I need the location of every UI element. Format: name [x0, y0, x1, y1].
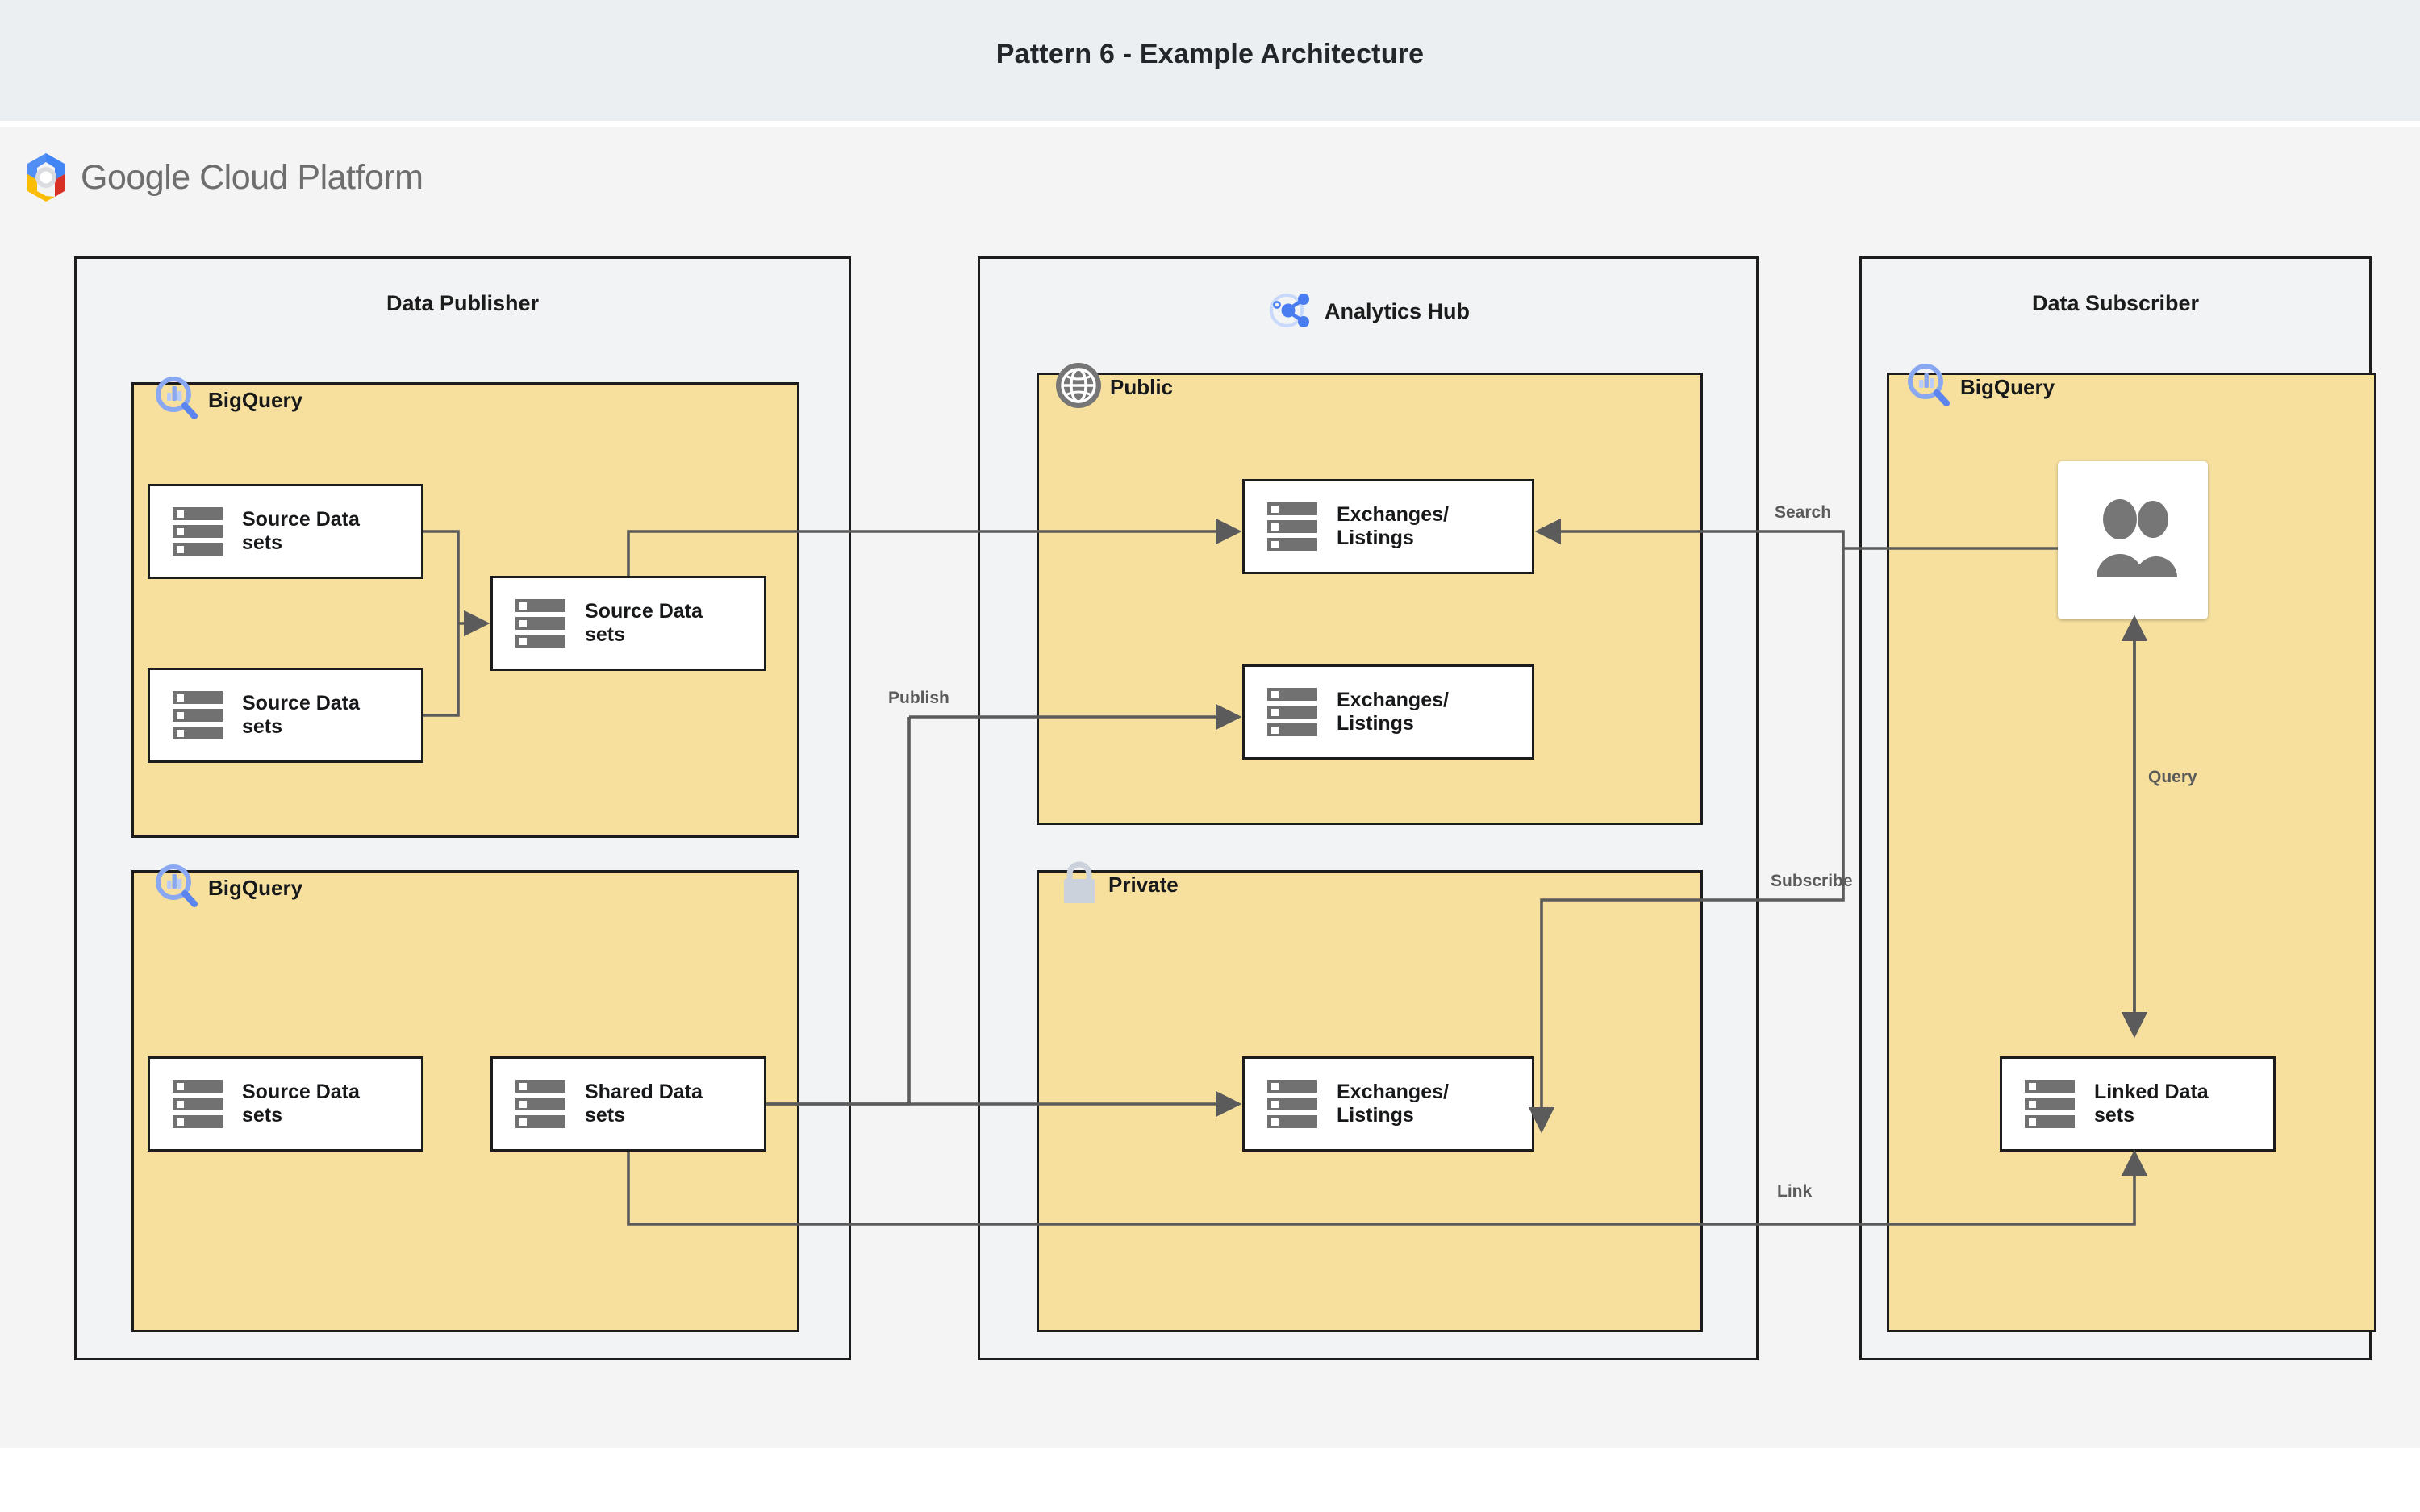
- dataset-icon: [515, 599, 565, 648]
- node-sub-users[interactable]: [2058, 461, 2208, 619]
- dataset-icon: [1267, 502, 1317, 551]
- lock-icon: [1057, 858, 1102, 912]
- node-label: Source Datasets: [242, 508, 360, 554]
- group-label-bigquery-top: BigQuery: [208, 388, 303, 412]
- edge-label-query: Query: [2148, 768, 2197, 786]
- bigquery-icon: [1904, 360, 1954, 414]
- node-label: Linked Datasets: [2094, 1081, 2209, 1127]
- title-band: [0, 0, 2420, 121]
- globe-icon: [1054, 360, 1104, 414]
- node-pub-source-1[interactable]: Source Datasets: [148, 484, 424, 579]
- node-label: Shared Datasets: [585, 1081, 703, 1127]
- node-sub-linked-1[interactable]: Linked Datasets: [2000, 1056, 2276, 1152]
- dataset-icon: [173, 507, 223, 556]
- dataset-icon: [2025, 1080, 2075, 1128]
- dataset-icon: [173, 691, 223, 739]
- edge-label-subscribe: Subscribe: [1771, 872, 1853, 890]
- group-header-subscriber-bigquery: BigQuery: [1904, 360, 2055, 414]
- gcp-hexagon-icon: [23, 152, 69, 203]
- dataset-icon: [1267, 1080, 1317, 1128]
- bigquery-icon: [152, 861, 202, 915]
- page-title: Pattern 6 - Example Architecture: [995, 39, 1425, 69]
- node-label: Source Datasets: [585, 600, 703, 646]
- node-label: Source Datasets: [242, 1081, 360, 1127]
- node-hub-listing-1[interactable]: Exchanges/Listings: [1242, 479, 1534, 574]
- bigquery-icon: [152, 373, 202, 427]
- google-cloud-platform-logo: Google Cloud Platform: [23, 144, 424, 211]
- node-label: Source Datasets: [242, 692, 360, 738]
- group-header-bigquery-bottom: BigQuery: [152, 861, 302, 915]
- zone-title-analytics-hub-row: Analytics Hub: [980, 286, 1756, 337]
- edge-label-link: Link: [1777, 1182, 1813, 1201]
- group-label-bigquery-bottom: BigQuery: [208, 876, 303, 900]
- zone-title-analytics-hub: Analytics Hub: [1324, 299, 1471, 323]
- node-hub-listing-2[interactable]: Exchanges/Listings: [1242, 664, 1534, 760]
- edge-label-search: Search: [1775, 503, 1832, 522]
- edge-label-publish: Publish: [888, 689, 949, 707]
- group-label-public: Public: [1110, 375, 1174, 399]
- node-pub-source-4[interactable]: Source Datasets: [148, 1056, 424, 1152]
- zone-title-data-subscriber: Data Subscriber: [2031, 291, 2200, 315]
- group-label-private: Private: [1108, 873, 1179, 897]
- node-pub-source-3[interactable]: Source Datasets: [490, 576, 766, 671]
- dataset-icon: [515, 1080, 565, 1128]
- node-hub-listing-3[interactable]: Exchanges/Listings: [1242, 1056, 1534, 1152]
- dataset-icon: [173, 1080, 223, 1128]
- dataset-icon: [1267, 688, 1317, 736]
- gcp-brand-text: Google Cloud Platform: [81, 157, 424, 197]
- group-header-bigquery-top: BigQuery: [152, 373, 302, 427]
- node-pub-shared-1[interactable]: Shared Datasets: [490, 1056, 766, 1152]
- group-label-subscriber-bigquery: BigQuery: [1960, 375, 2055, 399]
- zone-title-data-publisher: Data Publisher: [386, 291, 540, 315]
- node-label: Exchanges/Listings: [1337, 503, 1449, 549]
- node-label: Exchanges/Listings: [1337, 1081, 1449, 1127]
- node-label: Exchanges/Listings: [1337, 689, 1449, 735]
- share-nodes-icon: [1266, 286, 1313, 337]
- group-header-private: Private: [1057, 858, 1179, 912]
- group-header-public: Public: [1054, 360, 1173, 414]
- node-pub-source-2[interactable]: Source Datasets: [148, 668, 424, 763]
- users-icon: [2082, 497, 2184, 585]
